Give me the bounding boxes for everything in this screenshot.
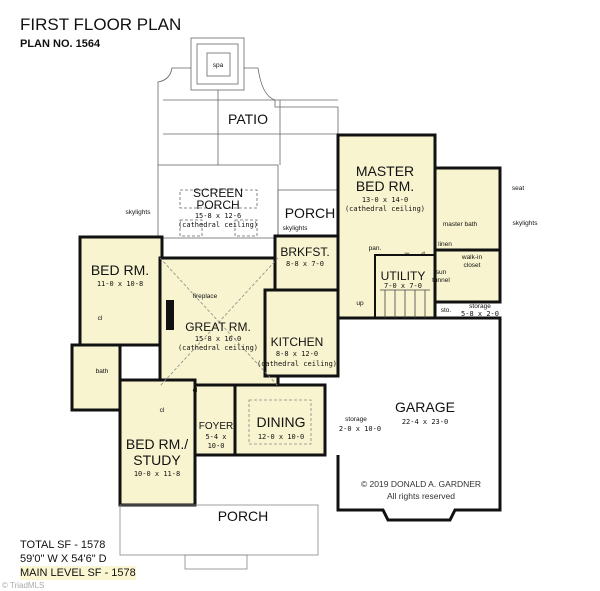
plan-number: PLAN NO. 1564: [20, 38, 101, 50]
skylight: [234, 219, 258, 237]
garage-label: GARAGE: [395, 399, 455, 415]
patio-label: PATIO: [228, 111, 268, 127]
stairs-up-label: up: [356, 300, 364, 307]
spa-label: spa: [213, 62, 224, 69]
brkfst: [273, 234, 340, 292]
seat-label: seat: [512, 185, 524, 192]
walk-in-closet-label: walk-in: [461, 254, 483, 261]
master-note: (cathedral ceiling): [345, 205, 425, 213]
study-label: BED RM./: [126, 436, 188, 452]
brkfst-label: BRKFST.: [280, 245, 329, 259]
master-label: MASTER: [356, 163, 414, 179]
front-porch-label: PORCH: [218, 508, 269, 524]
foyer-dims: 5-4 x: [205, 433, 226, 441]
garage: [336, 316, 502, 522]
total-sf: TOTAL SF - 1578: [20, 539, 106, 551]
skylight: [179, 219, 203, 237]
master-dims: 13-0 x 14-0: [362, 196, 408, 204]
study-dims: 10-0 x 11-8: [134, 470, 180, 478]
patio-outline: [157, 67, 339, 165]
closet-label: cl: [98, 315, 103, 322]
bed-room-dims: 11-0 x 10-8: [97, 280, 143, 288]
foyer-label: FOYER: [199, 421, 233, 432]
utility-dims: 7-0 x 7-0: [384, 282, 422, 290]
stairs: [380, 289, 430, 318]
screen-porch-label-2: PORCH: [196, 198, 239, 212]
sun-tunnel-label: sun: [436, 269, 447, 276]
garage-dims: 22-4 x 23-0: [402, 418, 448, 426]
kitchen-label: KITCHEN: [271, 335, 324, 349]
closet-label-3: cl: [193, 387, 198, 394]
plan-title: FIRST FLOOR PLAN: [20, 15, 182, 34]
screen-porch-dims: 15-8 x 12-6: [195, 212, 241, 220]
great-room-note: (cathedral ceiling): [178, 344, 258, 352]
skylight: [179, 189, 258, 209]
fireplace: [166, 300, 174, 330]
garage-storage-label: storage: [345, 416, 367, 423]
washer-label: w: [404, 251, 410, 258]
spa-deck: [190, 37, 245, 91]
screen-porch-label: SCREEN: [193, 186, 243, 200]
sto-label: sto.: [441, 307, 452, 314]
kitchen: [263, 288, 340, 378]
screen-porch-note: (cathedral ceiling): [178, 221, 258, 229]
sun-tunnel-label-2: tunnel: [432, 277, 450, 284]
study-label-2: STUDY: [133, 452, 181, 468]
master-bath: [433, 166, 502, 252]
skylights-label-3: skylights: [513, 220, 539, 227]
storage-dims: 5-8 x 2-0: [461, 310, 499, 318]
ceiling-line: [159, 257, 279, 387]
bed-room-label: BED RM.: [91, 262, 149, 278]
front-steps: [184, 554, 248, 570]
copyright-line: © 2019 DONALD A. GARDNER: [361, 479, 481, 489]
skylights-label: skylights: [126, 209, 152, 216]
garage-storage-dims: 2-0 x 10-0: [339, 425, 381, 433]
main-level-sf: MAIN LEVEL SF - 1578: [20, 566, 136, 580]
bath-label: bath: [96, 368, 109, 375]
skylights-label-2: skylights: [283, 225, 309, 232]
dryer-label: d: [421, 251, 425, 258]
pantry-label: pan.: [369, 245, 382, 252]
walk-in-closet-label-2: closet: [464, 262, 481, 269]
rear-porch-label: PORCH: [285, 205, 336, 221]
linen-label: linen: [438, 241, 452, 248]
brkfst-dims: 8-8 x 7-0: [286, 260, 324, 268]
utility-label: UTILITY: [381, 269, 426, 283]
dining-ceiling: [248, 399, 312, 445]
plan-stats: TOTAL SF - 1578 59'0" W X 54'6" D MAIN L…: [20, 538, 136, 580]
foyer: [193, 383, 237, 457]
great-room-dims: 15-8 x 16-0: [195, 335, 241, 343]
dining-label: DINING: [257, 414, 306, 430]
watermark: © TriadMLS: [2, 581, 45, 590]
bath: [70, 343, 122, 412]
master-label-2: BED RM.: [356, 178, 414, 194]
dining: [233, 383, 327, 457]
fireplace-label: fireplace: [193, 293, 218, 300]
closet-label-2: cl: [160, 407, 165, 414]
foyer-dims-2: 10-0: [208, 442, 225, 450]
bed-room: [78, 235, 164, 347]
storage-label: storage: [469, 303, 491, 310]
dining-dims: 12-0 x 10-0: [258, 433, 304, 441]
kitchen-note: (cathedral ceiling): [257, 360, 337, 368]
dimensions: 59'0" W X 54'6" D: [20, 553, 107, 565]
great-room-label: GREAT RM.: [185, 320, 251, 334]
master-bath-label: master bath: [443, 221, 478, 228]
copyright-line-2: All rights reserved: [387, 491, 455, 501]
spa: [206, 52, 231, 77]
kitchen-dims: 8-8 x 12-0: [276, 350, 318, 358]
master-bed-room: [336, 133, 437, 320]
spa-border: [196, 43, 239, 85]
